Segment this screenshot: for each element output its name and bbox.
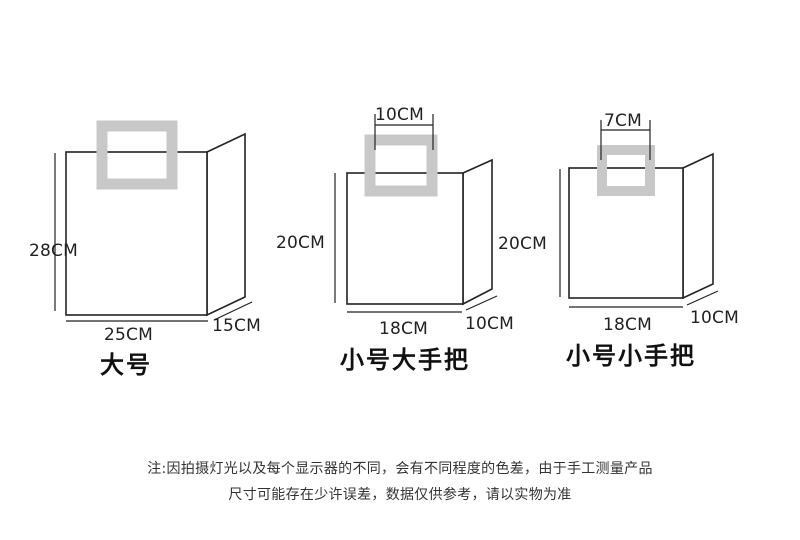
bag-small-small-handle-name: 小号小手把 [566, 342, 696, 370]
bag-small-small-handle-depth-label: 10CM [690, 308, 739, 328]
bag-small-big-handle-width-label: 18CM [379, 319, 428, 339]
bag-small-big-handle-height-label: 20CM [276, 233, 325, 253]
bag-small-small-handle-height-label: 20CM [498, 234, 547, 254]
bag-small-big-handle-name: 小号大手把 [340, 346, 470, 374]
disclaimer-line-2: 尺寸可能存在少许误差，数据仅供参考，请以实物为准 [228, 487, 572, 503]
bag-small-big-handle-depth-line [465, 295, 498, 311]
bag-large-height-label: 28CM [29, 241, 78, 261]
bag-small-small-handle-width-label: 18CM [603, 315, 652, 335]
bag-small-small-handle: 7CM 20CM 18CM 10CM 小号小手把 [498, 111, 739, 370]
bag-large-handle [96, 120, 178, 190]
bag-large-front [65, 151, 208, 316]
bag-large-depth-label: 15CM [212, 316, 261, 336]
bag-large: 28CM 25CM 15CM 大号 [29, 120, 261, 379]
bag-small-small-handle-handle [597, 145, 655, 196]
bag-large-width-label: 25CM [104, 325, 153, 345]
bag-small-big-handle: 10CM 20CM 18CM 10CM 小号大手把 [276, 105, 514, 374]
disclaimer-line-1: 注:因拍摄灯光以及每个显示器的不同，会有不同程度的色差，由于手工测量产品 [147, 461, 653, 477]
bag-small-small-handle-handle-label: 7CM [604, 111, 642, 131]
bag-small-big-handle-handle [364, 134, 438, 197]
bag-small-small-handle-side-panel [682, 152, 714, 300]
bag-small-big-handle-handle-label: 10CM [375, 105, 424, 125]
bag-small-small-handle-depth-line [686, 290, 719, 306]
bag-large-depth-line [213, 301, 253, 321]
bag-small-big-handle-depth-label: 10CM [465, 314, 514, 334]
bag-large-name: 大号 [100, 351, 152, 379]
bag-large-side-panel [206, 132, 246, 317]
bag-small-big-handle-side-panel [462, 158, 493, 306]
